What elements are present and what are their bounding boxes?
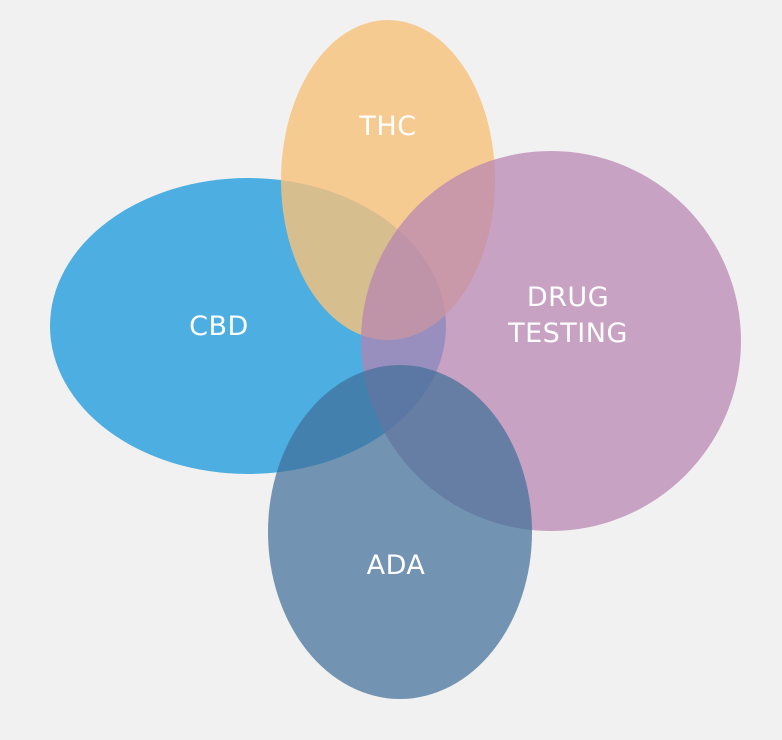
drug-testing-label-line-2: TESTING bbox=[507, 318, 628, 349]
thc-label: THC bbox=[358, 111, 416, 142]
ada-ellipse bbox=[268, 365, 532, 699]
cbd-label: CBD bbox=[189, 311, 249, 342]
drug-testing-label-line-1: DRUG bbox=[527, 282, 609, 313]
ada-label: ADA bbox=[367, 550, 426, 581]
